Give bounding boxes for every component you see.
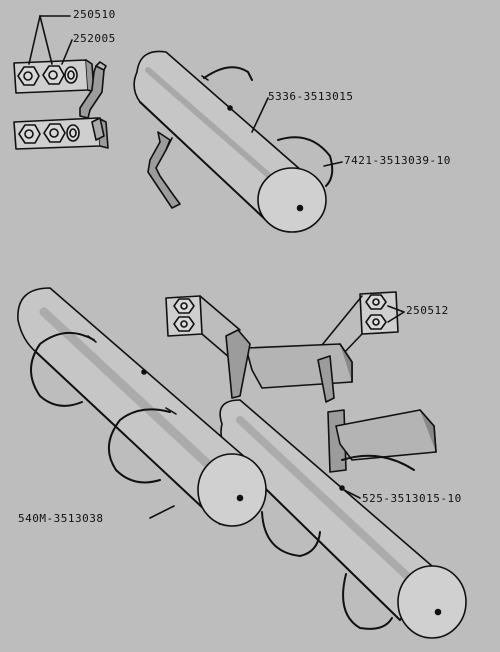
tank-strap xyxy=(108,408,171,484)
tank-strap xyxy=(261,511,321,557)
mounting-brackets xyxy=(225,329,437,473)
tank-strap xyxy=(342,573,393,630)
part-number-250510: 250510 xyxy=(73,8,116,21)
part-number-upper-tank: 5336-3513015 xyxy=(268,90,354,103)
tank-strap xyxy=(203,66,253,81)
tank-end-cap xyxy=(197,453,267,527)
nut-icon xyxy=(18,124,41,144)
part-number-252005: 252005 xyxy=(73,32,116,45)
tank-end-cap xyxy=(397,565,467,639)
nut-washer-inset xyxy=(13,15,109,150)
nut-icon xyxy=(173,316,195,332)
lower-left-air-tank xyxy=(17,287,267,527)
part-number-250512: 250512 xyxy=(406,304,449,317)
part-number-upper-strap: 7421-3513039-10 xyxy=(344,154,451,167)
tank-strap xyxy=(30,332,95,407)
lower-right-air-tank xyxy=(219,399,467,639)
washer-icon xyxy=(64,66,78,84)
nut-icon xyxy=(43,123,66,143)
upper-air-tank xyxy=(133,50,334,233)
loose-bracket xyxy=(147,131,181,209)
part-number-right-tank: 525-3513015-10 xyxy=(362,492,462,505)
washer-icon xyxy=(66,124,80,142)
part-number-left-strap: 540M-3513038 xyxy=(18,512,104,525)
nut-icon xyxy=(365,314,387,330)
nut-icon xyxy=(173,298,195,314)
nut-icon xyxy=(17,66,40,86)
nut-icon xyxy=(365,294,387,310)
nut-icon xyxy=(42,65,65,85)
tank-end-cap xyxy=(257,167,327,233)
